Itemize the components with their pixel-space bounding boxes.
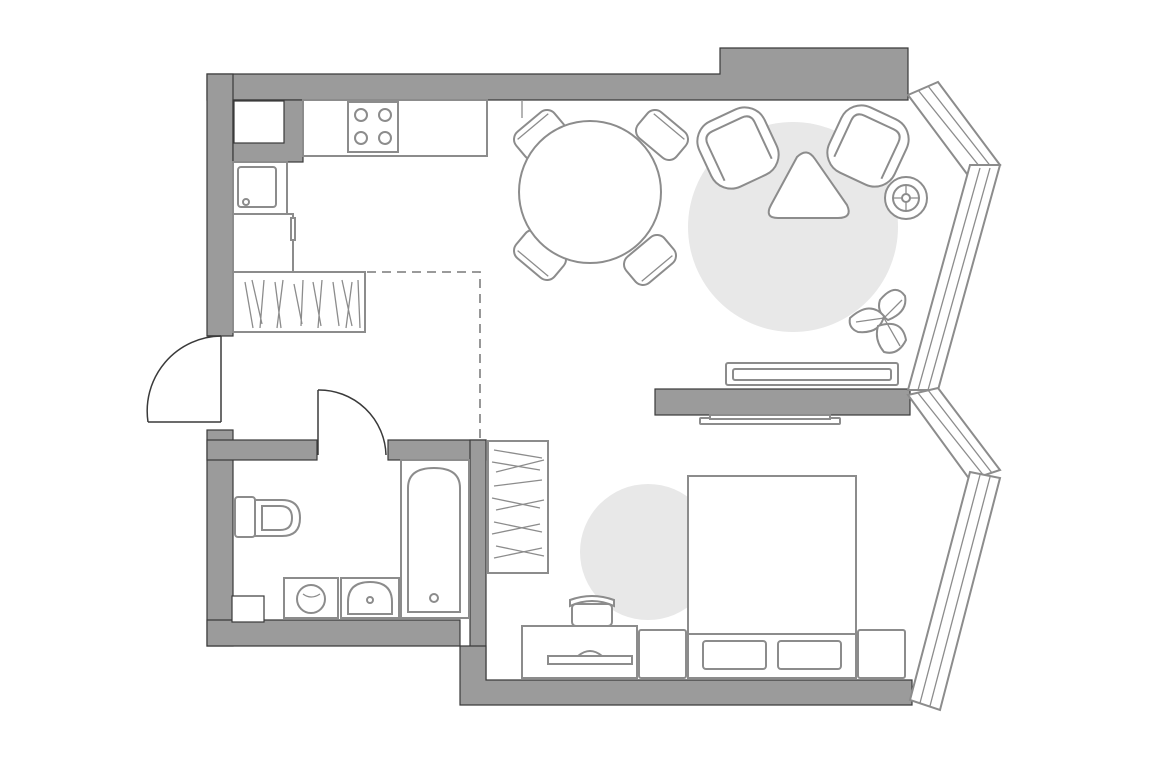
stove [347,101,399,153]
fridge [232,213,294,273]
bathroom [234,459,470,619]
houseplant [848,289,908,354]
sink [340,577,400,619]
bathroom-door[interactable] [317,389,387,456]
double-bed [687,475,857,679]
nightstand [638,629,687,679]
dining-chair [623,233,677,287]
coffee-table [767,151,850,219]
wall-left-lower [206,429,234,647]
dining-chair [635,108,689,162]
wall-left-upper [206,73,234,337]
pillow [702,640,767,670]
bedroom [487,440,906,679]
wall-top [206,47,909,101]
wardrobe [232,271,366,333]
desk-chair [569,595,615,627]
dining-set [513,100,689,287]
entrance-door[interactable] [146,335,222,423]
tv [699,414,841,425]
toilet [234,496,302,538]
wall-partition [654,388,911,416]
wardrobe [487,440,549,574]
wall-bottom [206,619,913,706]
bathtub [400,459,470,619]
wall-bath-top-left [206,439,318,461]
bedroom-rug [580,484,716,620]
bay-windows [906,80,1002,712]
window-lower-long [908,470,1002,712]
washing-machine [283,577,339,619]
dining-table [518,120,662,264]
armchair [826,104,910,188]
tv-stand [725,362,899,386]
side-table [884,176,928,220]
desk [521,625,638,679]
armchair [696,106,780,190]
window-upper-angled [906,80,1002,180]
kitchen-sink [237,166,277,208]
kitchen [232,99,488,333]
zone-divider [367,271,481,440]
living-area [696,104,928,386]
shaft-lower [231,595,265,623]
walls [206,47,913,706]
pillow [777,640,842,670]
nightstand [857,629,906,679]
